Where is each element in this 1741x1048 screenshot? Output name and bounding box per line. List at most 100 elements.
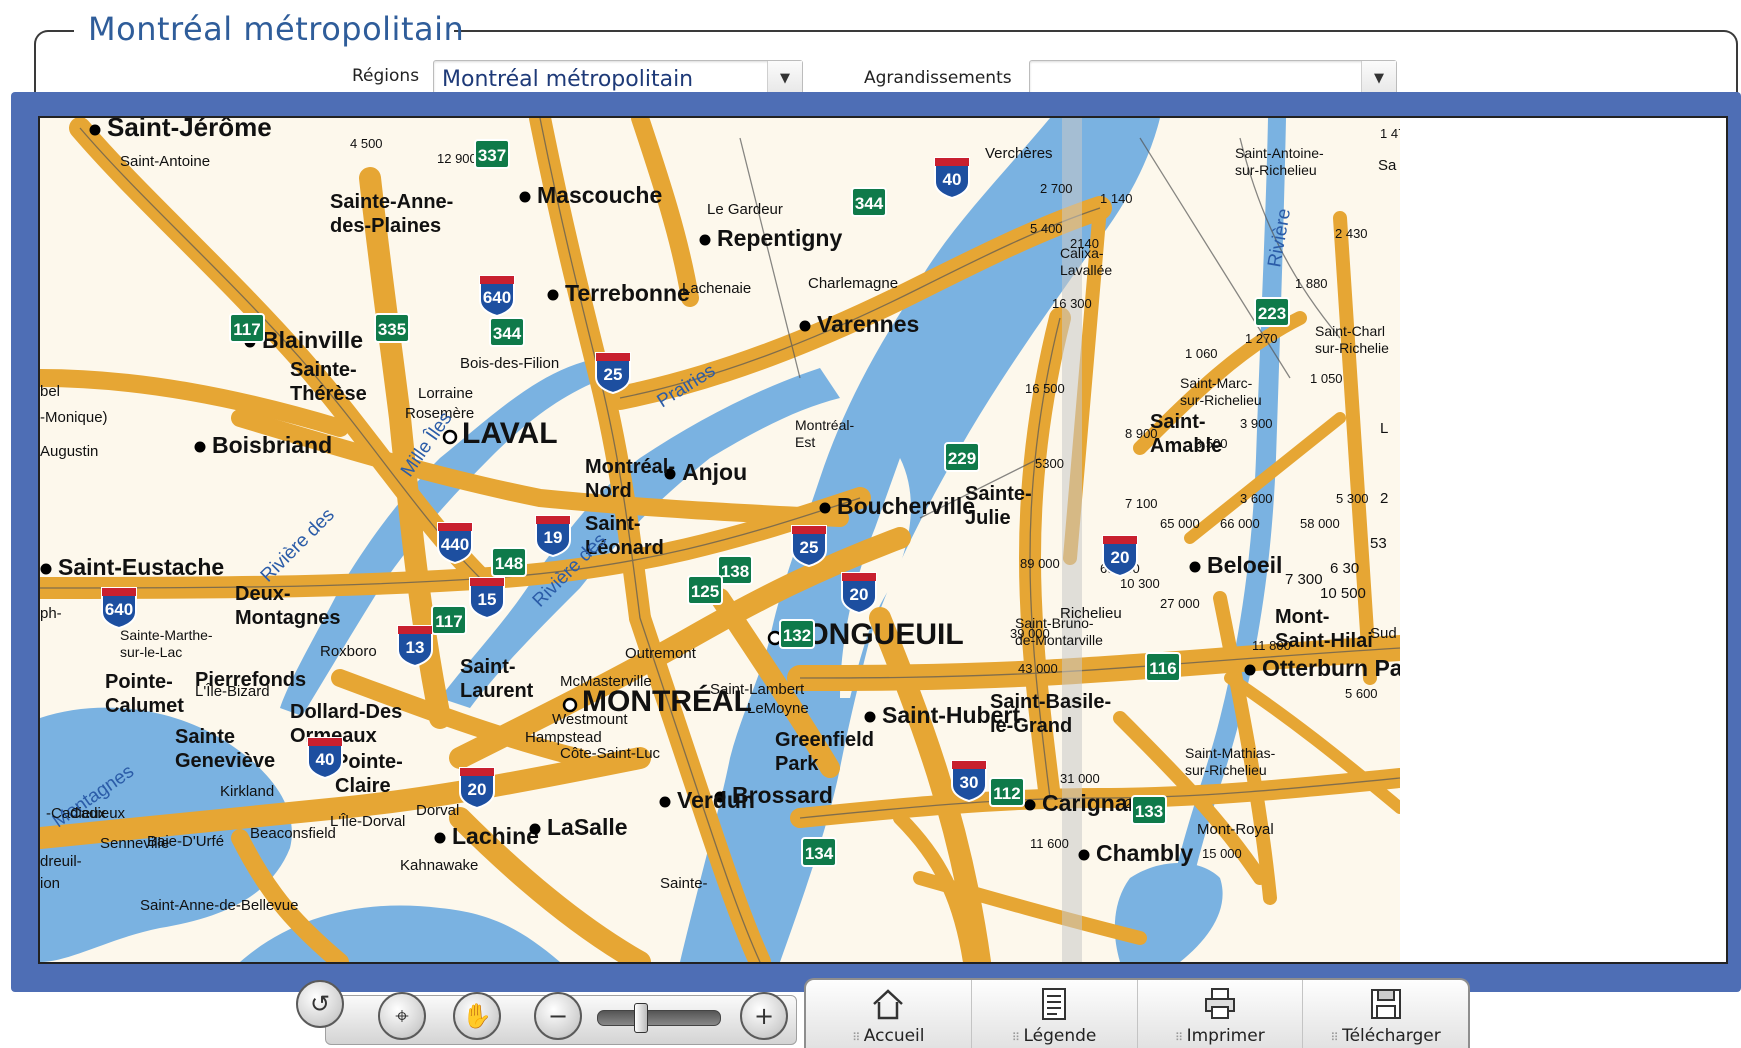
place-label: Sainte- (290, 359, 357, 381)
zoom-out-button[interactable]: − (534, 992, 582, 1040)
place-marker (714, 791, 726, 803)
shield-number: 117 (435, 612, 462, 631)
traffic-count: 16 300 (1052, 296, 1092, 311)
provincial-route-shield: 134 (801, 837, 837, 867)
place-label-minor: Beaconsfield (250, 825, 336, 842)
shield-number: 20 (468, 780, 487, 799)
autoroute-shield: 440 (437, 522, 473, 565)
shield-number: 30 (960, 773, 979, 792)
shield-number: 132 (783, 626, 811, 645)
provincial-route-shield: 223 (1254, 297, 1290, 327)
place-label: Amable (1150, 435, 1222, 457)
place-label-minor: Kirkland (220, 783, 274, 800)
enlargements-select[interactable]: ▼ (1029, 60, 1397, 98)
zoom-slider-thumb[interactable] (634, 1003, 649, 1033)
shield-number: 344 (855, 194, 884, 213)
place-label: Saint-Basile- (990, 691, 1111, 713)
place-label: Léonard (585, 537, 664, 559)
road-map[interactable]: Saint-JérômeMascoucheTerrebonneRepentign… (40, 118, 1726, 962)
place-label-major: Otterburn Park (1262, 655, 1425, 681)
autoroute-shield: 40 (934, 157, 970, 200)
edge-label: 10 500 (1320, 585, 1366, 602)
place-label-major: Lachine (452, 823, 539, 849)
place-label-minor: sur-Richelieu (1185, 762, 1267, 778)
place-marker (664, 468, 676, 480)
shield-number: 40 (943, 170, 962, 189)
shield-number: 112 (993, 784, 1020, 803)
shield-number: 25 (800, 538, 819, 557)
chevron-down-icon[interactable]: ▼ (1361, 61, 1396, 97)
provincial-route-shield: 117 (431, 605, 467, 635)
place-label-minor: Lavallée (1060, 262, 1112, 278)
place-label-major: Repentigny (717, 225, 842, 251)
place-label-minor: sur-le-Lac (120, 644, 182, 660)
place-marker (529, 823, 541, 835)
traffic-count: 8 900 (1125, 426, 1158, 441)
place-marker (659, 796, 671, 808)
autoroute-shield: 20 (841, 572, 877, 615)
autoroute-shield: 30 (951, 760, 987, 803)
edge-label: 2 (1380, 490, 1388, 507)
place-label-major: MONTRÉAL (582, 684, 752, 718)
place-label-minor: sur-Richelieu (1235, 162, 1317, 178)
traffic-count: 1 470 (1380, 126, 1413, 141)
plus-icon: + (753, 1002, 775, 1030)
place-label: Park (775, 753, 819, 775)
place-marker (519, 191, 531, 203)
place-label-minor: Senneville (100, 835, 169, 852)
place-label-major: LONGUEUIL (787, 618, 964, 651)
place-label: le-Grand (990, 715, 1072, 737)
rotate-reset-button[interactable]: ↺ (296, 980, 344, 1028)
place-label-major: Beloeil (1207, 552, 1282, 578)
pan-button[interactable]: ✋ (453, 992, 501, 1040)
autoroute-shield: 19 (535, 515, 571, 558)
place-label-minor: Dorval (416, 802, 459, 819)
chevron-down-icon[interactable]: ▼ (767, 61, 802, 97)
place-label-minor: Bois-des-Filion (460, 355, 559, 372)
place-label: Thérèse (290, 383, 367, 405)
place-label: Sainte-Anne- (330, 191, 453, 213)
traffic-count: 27 000 (1160, 596, 1200, 611)
traffic-count: 10 300 (1120, 576, 1160, 591)
shield-number: 20 (850, 585, 869, 604)
edge-label: dreuil- (40, 853, 82, 870)
autoroute-shield: 13 (397, 625, 433, 668)
home-button[interactable]: Accueil (806, 980, 972, 1048)
place-marker (442, 429, 458, 445)
center-map-button[interactable]: ⌖ (378, 992, 426, 1040)
traffic-count: 3 500 (1195, 436, 1228, 451)
place-label: Mont- (1275, 606, 1329, 628)
print-label: Imprimer (1175, 1026, 1265, 1046)
traffic-count: 2 700 (1040, 181, 1073, 196)
place-marker (1078, 849, 1090, 861)
traffic-count: 43 000 (1018, 661, 1058, 676)
download-button[interactable]: Télécharger (1303, 980, 1468, 1048)
traffic-count: 1 140 (1100, 191, 1133, 206)
shield-number: 15 (478, 590, 497, 609)
place-label-minor: Richelieu (1060, 605, 1122, 622)
regions-select[interactable]: Montréal métropolitain ▼ (433, 60, 803, 98)
place-label-major: Carignan (1042, 790, 1142, 816)
provincial-route-shield: 229 (944, 442, 980, 472)
edge-label: bel (40, 383, 60, 400)
zoom-slider[interactable] (597, 1003, 721, 1033)
traffic-count: 12 900 (437, 151, 477, 166)
traffic-count: 65 000 (1160, 516, 1200, 531)
print-button[interactable]: Imprimer (1138, 980, 1304, 1048)
place-label-minor: McMasterville (560, 673, 652, 690)
legend-button[interactable]: Légende (972, 980, 1138, 1048)
place-label-major: Saint-Jérôme (107, 118, 272, 142)
place-marker (434, 832, 446, 844)
place-label-minor: Roxboro (320, 643, 377, 660)
title-backdrop (74, 18, 454, 48)
place-label-minor: Calixa- (1060, 245, 1104, 261)
place-label: Saint- (1150, 411, 1206, 433)
place-label: Geneviève (175, 750, 275, 772)
floppy-disk-icon (1370, 989, 1401, 1019)
zoom-in-button[interactable]: + (740, 992, 788, 1040)
traffic-count: 5 400 (1030, 221, 1063, 236)
traffic-count: 31 000 (1060, 771, 1100, 786)
shield-number: 344 (493, 324, 522, 343)
